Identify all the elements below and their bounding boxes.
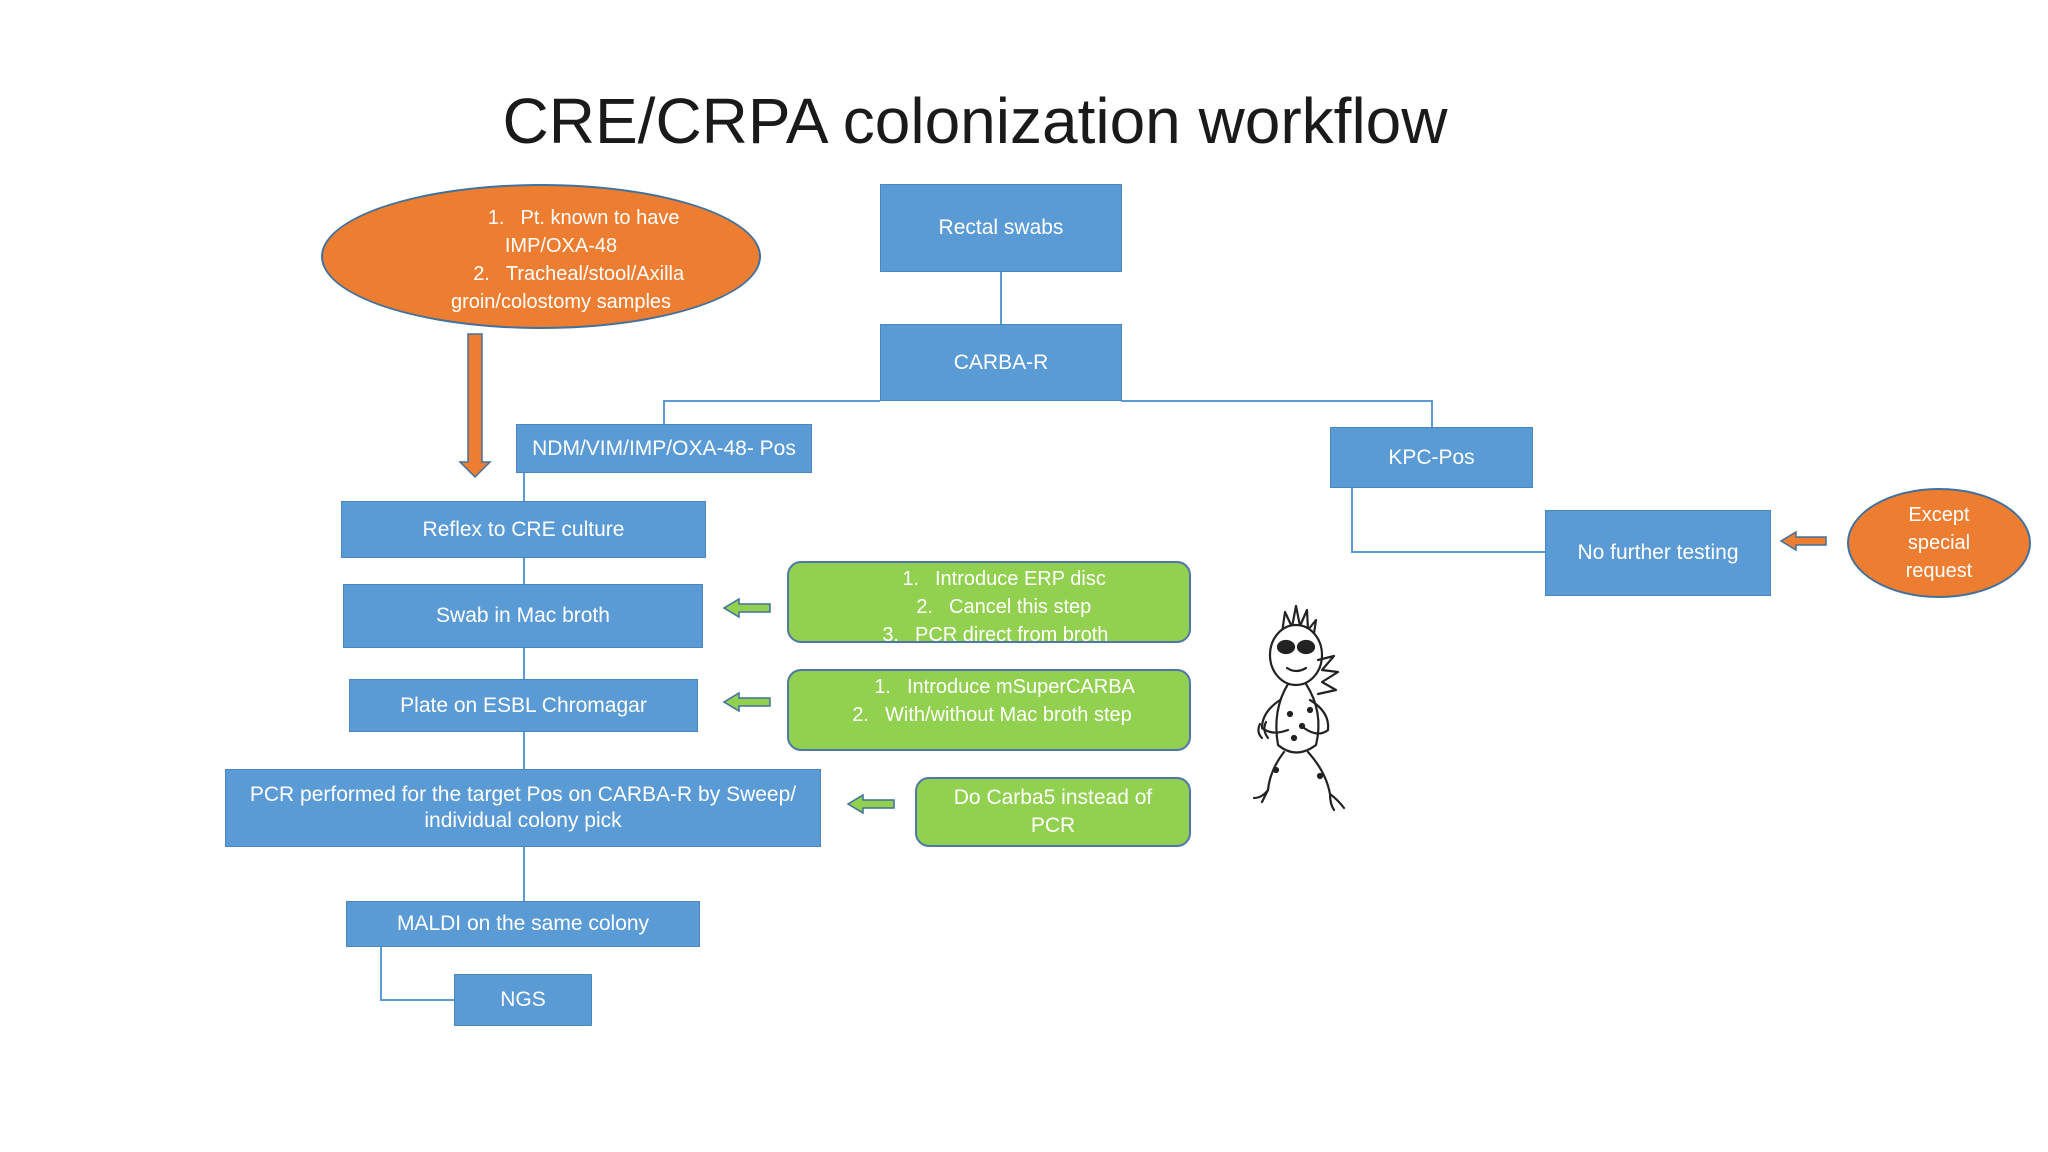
reflex-cre-culture-box: Reflex to CRE culture: [341, 501, 706, 558]
rectal-swabs-box: Rectal swabs: [880, 184, 1122, 272]
swab-mac-broth-box: Swab in Mac broth: [343, 584, 703, 648]
maldi-box: MALDI on the same colony: [346, 901, 700, 947]
kpc-pos-box: KPC-Pos: [1330, 427, 1533, 488]
condition-item-continuation: IMP/OXA-48: [504, 235, 618, 257]
connector-carba-ndm: [663, 400, 880, 424]
exception-line-3: request: [1905, 560, 1973, 582]
condition-list: 1.Pt. known to have IMP/OXA-48 2.Trachea…: [323, 204, 759, 316]
exception-ellipse: Except special request: [1847, 488, 2031, 598]
carba5-line-1: Do Carba5 instead of: [953, 785, 1153, 809]
exception-line-2: special: [1907, 532, 1971, 554]
arrow-carba5-option: [846, 793, 895, 815]
mac-broth-option: 3.PCR direct from broth: [882, 624, 1109, 643]
arrow-chromagar-options: [722, 691, 771, 713]
diagram-title: CRE/CRPA colonization workflow: [502, 85, 1448, 157]
chromagar-option: 2.With/without Mac broth step: [852, 704, 1132, 726]
chromagar-options-list: 1.Introduce mSuperCARBA 2.With/without M…: [829, 673, 1189, 729]
arrow-macbroth-options: [722, 597, 771, 619]
chromagar-options-box: 1.Introduce mSuperCARBA 2.With/without M…: [787, 669, 1191, 751]
pcr-line-1: PCR performed for the target Pos on CARB…: [249, 783, 797, 807]
ngs-box: NGS: [454, 974, 592, 1026]
connector-maldi-ngs: [380, 947, 454, 1001]
ndm-vim-imp-oxa-pos-box: NDM/VIM/IMP/OXA-48- Pos: [516, 424, 812, 473]
carba5-line-2: PCR: [1030, 814, 1076, 837]
carba5-option-box: Do Carba5 instead of PCR: [915, 777, 1191, 847]
pcr-performed-box: PCR performed for the target Pos on CARB…: [225, 769, 821, 847]
condition-item: 2.Tracheal/stool/Axilla: [473, 263, 685, 285]
creature-illustration: [1252, 604, 1346, 812]
mac-broth-option: 1.Introduce ERP disc: [902, 568, 1106, 590]
arrow-condition-to-reflex: [458, 333, 492, 479]
mac-broth-options-box: 1.Introduce ERP disc 2.Cancel this step …: [787, 561, 1191, 643]
pcr-line-2: individual colony pick: [424, 809, 622, 832]
connector-carba-kpc: [1121, 400, 1433, 427]
condition-item-continuation: groin/colostomy samples: [450, 291, 672, 313]
condition-ellipse: 1.Pt. known to have IMP/OXA-48 2.Trachea…: [321, 184, 761, 329]
exception-line-1: Except: [1908, 504, 1970, 526]
arrow-exception: [1779, 530, 1827, 552]
plate-esbl-chromagar-box: Plate on ESBL Chromagar: [349, 679, 698, 732]
mac-broth-option: 2.Cancel this step: [916, 596, 1092, 618]
carba-r-box: CARBA-R: [880, 324, 1122, 401]
mac-broth-options-list: 1.Introduce ERP disc 2.Cancel this step …: [845, 565, 1189, 643]
no-further-testing-box: No further testing: [1545, 510, 1771, 596]
condition-item: 1.Pt. known to have: [487, 207, 680, 229]
chromagar-option: 1.Introduce mSuperCARBA: [874, 676, 1135, 698]
connector-kpc-nofurther: [1351, 488, 1545, 553]
